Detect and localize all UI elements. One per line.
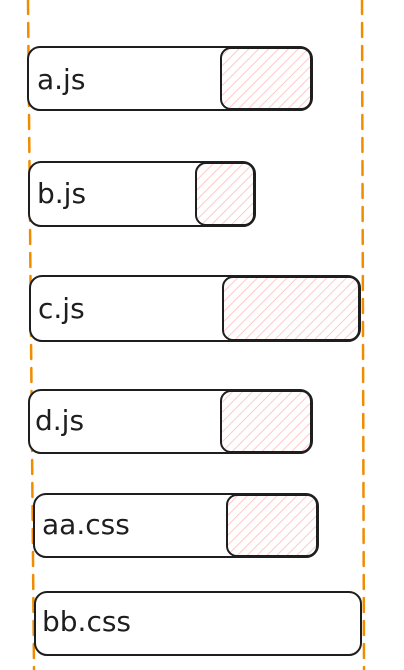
hatched-block — [195, 162, 255, 226]
file-box-d-js: d.js — [28, 389, 313, 454]
file-box-c-js: c.js — [29, 275, 361, 342]
file-label: aa.css — [42, 508, 130, 541]
file-box-aa-css: aa.css — [33, 493, 319, 558]
file-box-a-js: a.js — [27, 46, 313, 111]
file-box-b-js: b.js — [28, 161, 256, 227]
file-label: a.js — [37, 63, 85, 96]
file-box-outline — [34, 591, 362, 656]
file-box-bb-css: bb.css — [34, 591, 362, 656]
file-label: bb.css — [42, 605, 131, 638]
file-label: c.js — [38, 292, 85, 325]
hatched-block — [220, 390, 312, 453]
file-label: b.js — [37, 177, 86, 210]
hatched-block — [220, 47, 312, 110]
file-label: d.js — [35, 404, 84, 437]
right-guide-line — [360, 0, 366, 670]
hatched-block — [226, 494, 318, 557]
hatched-block — [222, 276, 360, 341]
